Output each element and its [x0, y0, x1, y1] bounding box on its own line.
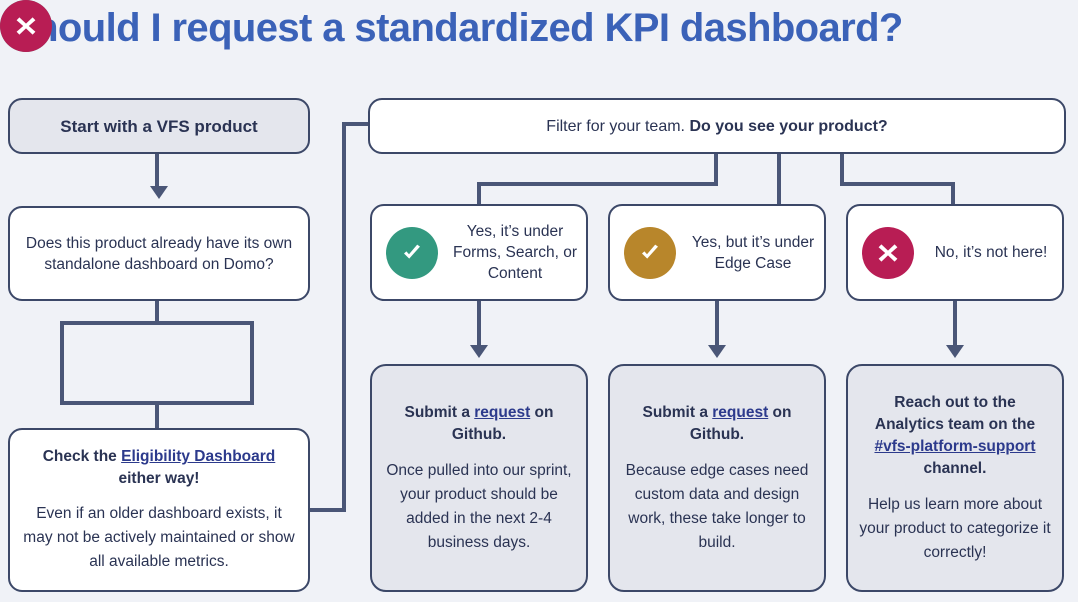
node-result-heading: Reach out to the Analytics team on the #… [858, 392, 1052, 480]
check-circle-green-icon [386, 226, 438, 279]
node-filter-bold-text: Do you see your product? [689, 117, 888, 135]
arrowhead-opt1-to-res1 [470, 345, 488, 358]
node-result-heading-post: channel. [923, 459, 987, 477]
node-result-github-edge-case[interactable]: Submit a request on Github. Because edge… [608, 364, 826, 592]
node-option-label: Yes, but it’s under Edge Case [691, 233, 815, 272]
connector-start-to-question [155, 154, 159, 188]
connector-filter-opt1-h [477, 182, 718, 186]
github-request-link[interactable]: request [712, 403, 769, 421]
node-result-slack-support[interactable]: Reach out to the Analytics team on the #… [846, 364, 1064, 592]
node-result-body: Because edge cases need custom data and … [625, 461, 809, 551]
node-result-github-standard[interactable]: Submit a request on Github. Once pulled … [370, 364, 588, 592]
slack-channel-link[interactable]: #vfs-platform-support [874, 437, 1036, 455]
eligibility-dashboard-link[interactable]: Eligibility Dashboard [121, 448, 276, 465]
connector-question-stem [155, 301, 159, 323]
node-option-label: No, it’s not here! [934, 244, 1048, 261]
node-check-heading-post: either way! [118, 470, 200, 487]
connector-bracket-to-check [155, 401, 159, 431]
node-check-heading-pre: Check the [42, 448, 122, 465]
connector-filter-opt3-h [840, 182, 955, 186]
page-title: Should I request a standardized KPI dash… [8, 6, 903, 50]
node-result-heading-pre: Reach out to the Analytics team on the [874, 393, 1036, 433]
node-filter-team[interactable]: Filter for your team. Do you see your pr… [368, 98, 1066, 154]
node-check-eligibility[interactable]: Check the Eligibility Dashboard either w… [8, 428, 310, 592]
connector-check-to-filter-h1 [310, 508, 346, 512]
arrowhead-opt2-to-res2 [708, 345, 726, 358]
node-filter-normal-text: Filter for your team. [546, 117, 690, 135]
connector-opt1-to-res1 [477, 301, 481, 349]
connector-filter-opt3-v2 [951, 182, 955, 206]
connector-no-vertical [250, 321, 254, 405]
github-request-link[interactable]: request [474, 403, 531, 421]
node-result-heading-post: on Github. [451, 403, 554, 443]
x-circle-crimson-icon [0, 0, 52, 52]
node-result-heading-post: on Github. [689, 403, 792, 443]
node-result-body: Help us learn more about your product to… [859, 495, 1051, 561]
connector-check-to-filter-h2 [342, 122, 372, 126]
node-option-edge-case[interactable]: Yes, but it’s under Edge Case [608, 204, 826, 301]
node-option-not-here[interactable]: No, it’s not here! [846, 204, 1064, 301]
connector-yes-vertical [60, 321, 64, 405]
check-circle-amber-icon [624, 226, 676, 279]
x-circle-crimson-icon [862, 226, 914, 279]
connector-filter-opt1-v1 [714, 154, 718, 186]
node-option-forms-search-content[interactable]: Yes, it’s under Forms, Search, or Conten… [370, 204, 588, 301]
node-start[interactable]: Start with a VFS product [8, 98, 310, 154]
connector-check-to-filter-v [342, 122, 346, 512]
arrowhead-opt3-to-res3 [946, 345, 964, 358]
connector-opt2-to-res2 [715, 301, 719, 349]
node-result-heading: Submit a request on Github. [382, 402, 576, 446]
connector-question-bracket-top [60, 321, 254, 325]
node-filter-label: Filter for your team. Do you see your pr… [370, 110, 1064, 143]
node-result-heading: Submit a request on Github. [620, 402, 814, 446]
node-check-heading: Check the Eligibility Dashboard either w… [20, 446, 298, 490]
connector-opt3-to-res3 [953, 301, 957, 349]
arrowhead-start-to-question [150, 186, 168, 199]
node-question-existing-dashboard[interactable]: Does this product already have its own s… [8, 206, 310, 301]
node-result-body: Once pulled into our sprint, your produc… [386, 461, 572, 551]
node-check-body: Even if an older dashboard exists, it ma… [23, 505, 295, 570]
node-result-heading-pre: Submit a [642, 403, 713, 421]
node-result-heading-pre: Submit a [404, 403, 475, 421]
connector-filter-opt3-v1 [840, 154, 844, 186]
node-start-label: Start with a VFS product [60, 116, 258, 136]
node-question-label: Does this product already have its own s… [25, 234, 293, 273]
connector-filter-opt1-v2 [477, 182, 481, 206]
connector-filter-opt2-v [777, 154, 781, 206]
node-option-label: Yes, it’s under Forms, Search, or Conten… [452, 223, 578, 282]
